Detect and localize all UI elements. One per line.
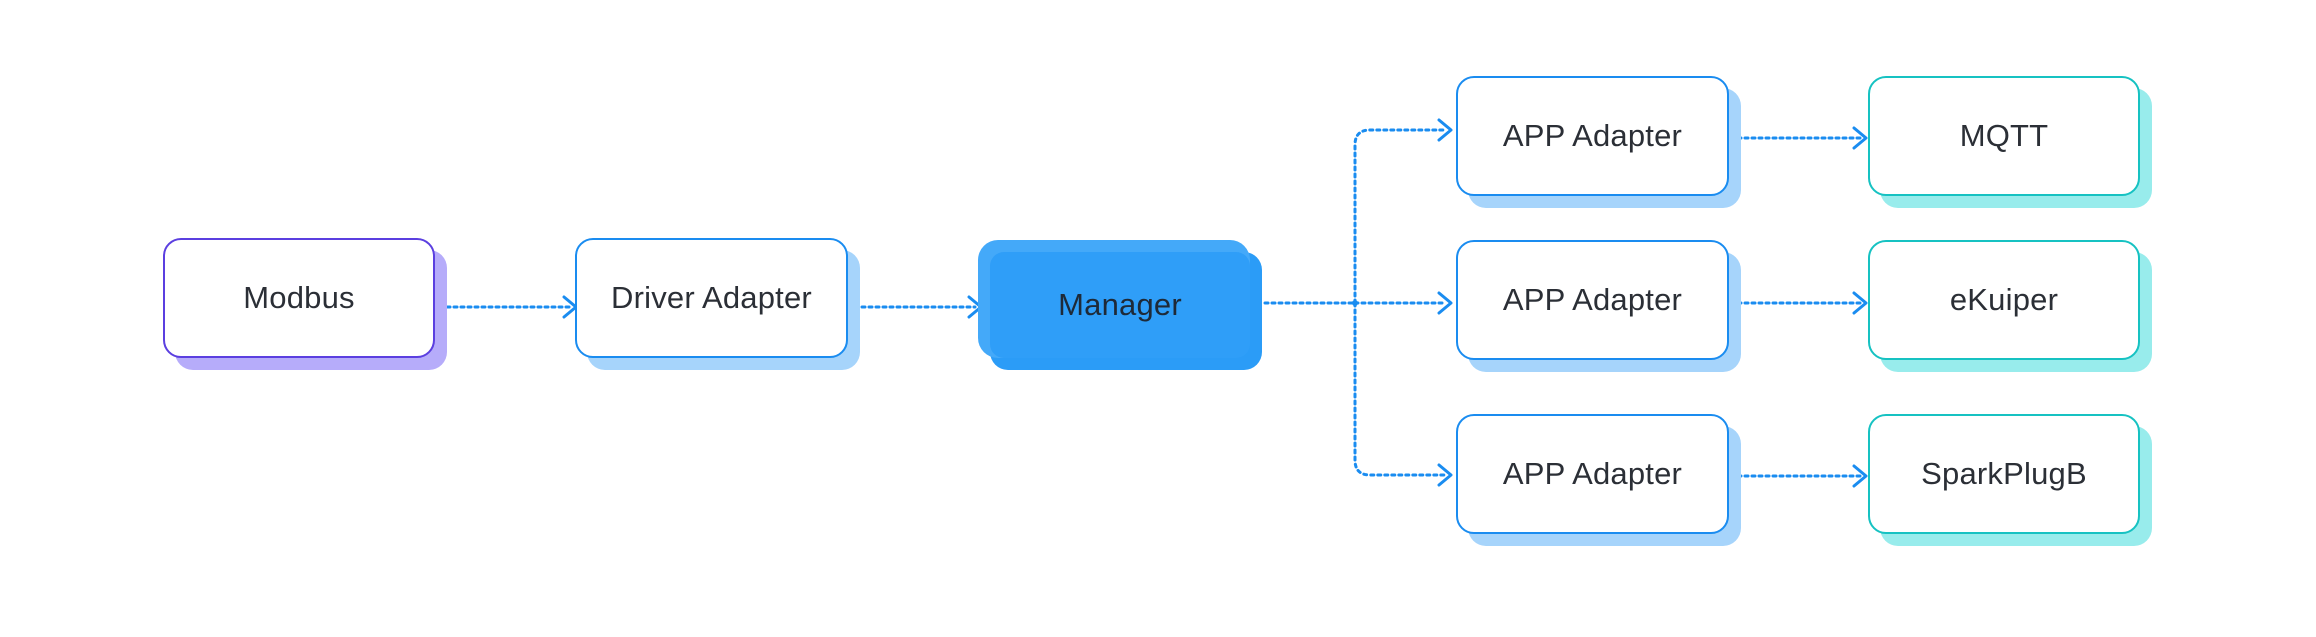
- manager-label: Manager: [990, 252, 1250, 358]
- arrowhead-sparkplug: [1852, 464, 1868, 488]
- app-adapter-node-2: APP Adapter: [1456, 240, 1741, 372]
- manager-node: Manager: [978, 240, 1262, 370]
- sparkplugb-label: SparkPlugB: [1868, 414, 2140, 534]
- mqtt-label: MQTT: [1868, 76, 2140, 196]
- sparkplugb-node: SparkPlugB: [1868, 414, 2152, 546]
- modbus-label: Modbus: [163, 238, 435, 358]
- app-adapter-label-1: APP Adapter: [1456, 76, 1729, 196]
- driver-adapter-node: Driver Adapter: [575, 238, 860, 370]
- mqtt-node: MQTT: [1868, 76, 2152, 208]
- ekuiper-node: eKuiper: [1868, 240, 2152, 372]
- branch-junction: [1352, 300, 1358, 306]
- arrowhead-app2: [1437, 291, 1453, 315]
- arrowhead-app1: [1437, 118, 1453, 142]
- app-adapter-node-1: APP Adapter: [1456, 76, 1741, 208]
- ekuiper-label: eKuiper: [1868, 240, 2140, 360]
- driver-adapter-label: Driver Adapter: [575, 238, 848, 358]
- edge-branch-bottom: [1353, 301, 1447, 477]
- arrowhead-app3: [1437, 463, 1453, 487]
- arrowhead-mqtt: [1852, 126, 1868, 150]
- edge-branch-top: [1353, 128, 1447, 305]
- modbus-node: Modbus: [163, 238, 447, 370]
- arrowhead-ekuiper: [1852, 291, 1868, 315]
- app-adapter-label-3: APP Adapter: [1456, 414, 1729, 534]
- app-adapter-node-3: APP Adapter: [1456, 414, 1741, 546]
- app-adapter-label-2: APP Adapter: [1456, 240, 1729, 360]
